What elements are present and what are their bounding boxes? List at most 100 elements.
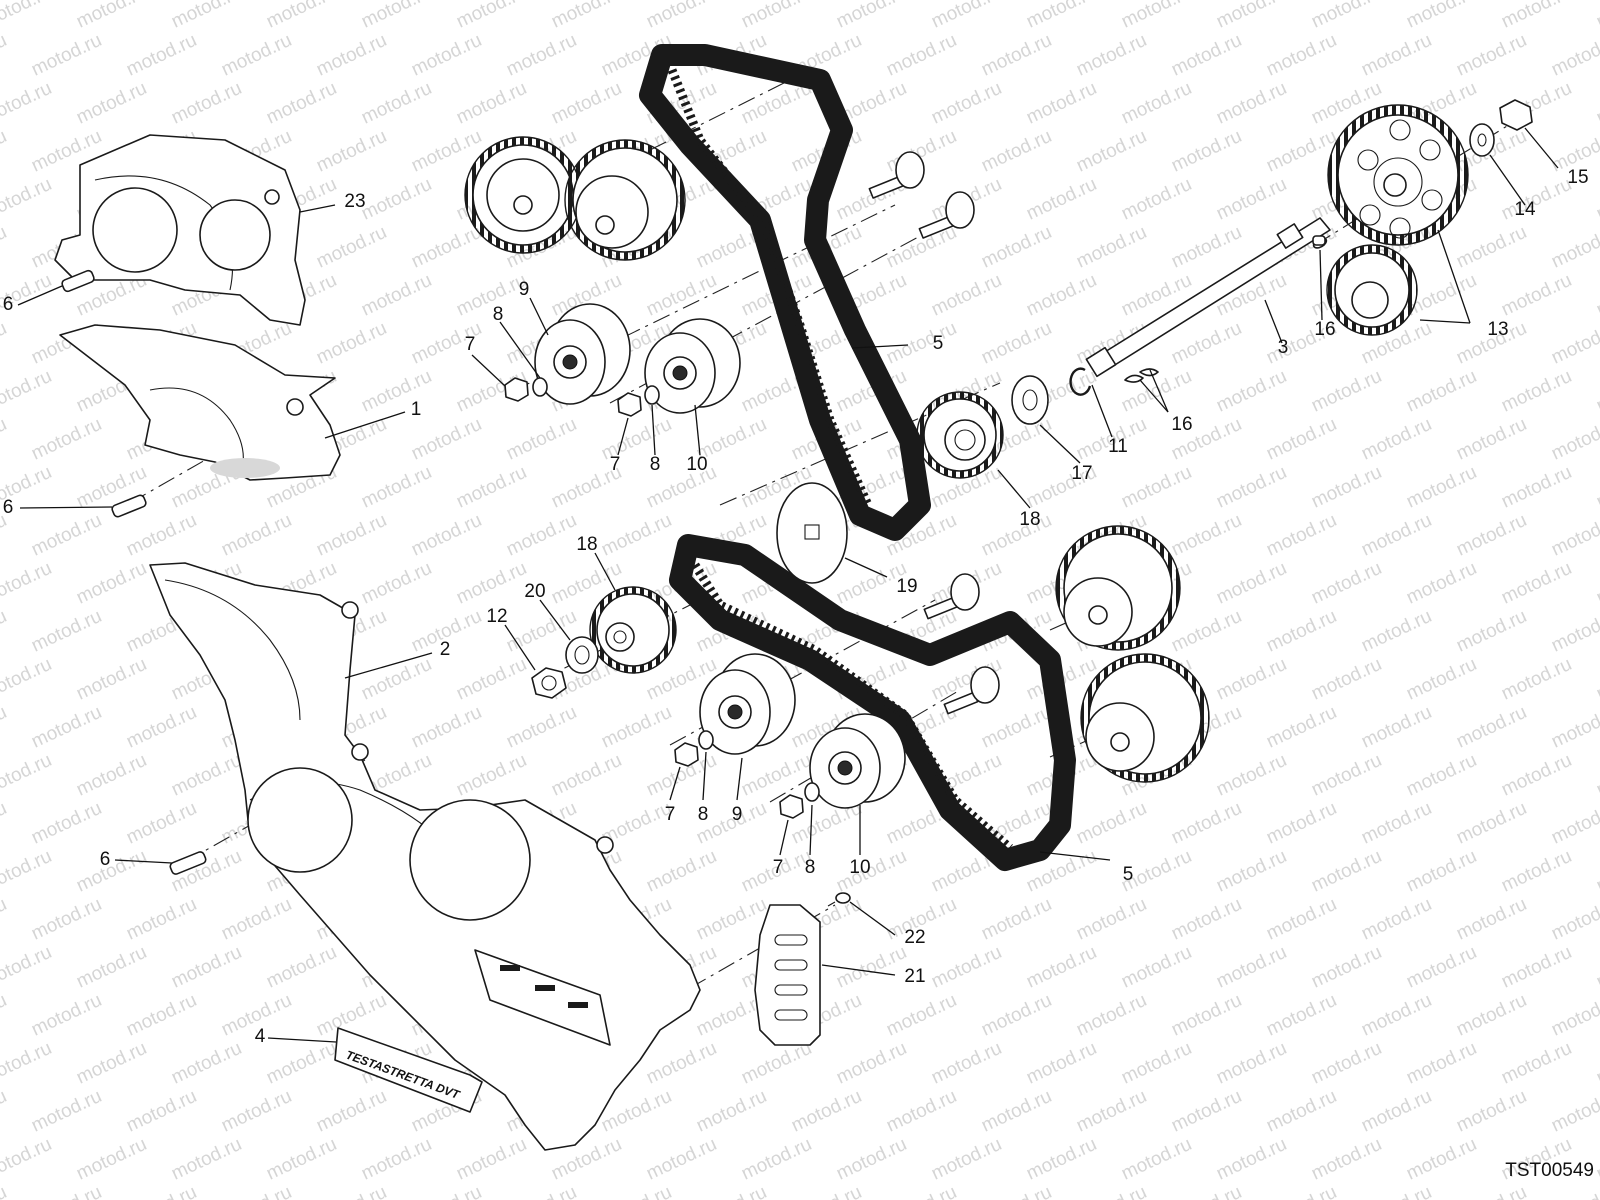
watermark-text: motod.ru (1498, 1038, 1575, 1089)
callout-8-lower-right: 8 (805, 857, 816, 878)
watermark-text: motod.ru (1023, 270, 1100, 321)
mobile-tensioner-roller-upper (644, 318, 741, 414)
watermark-text: motod.ru (0, 606, 10, 657)
watermark-text: motod.ru (1358, 414, 1435, 465)
watermark-text: motod.ru (168, 750, 245, 801)
watermark-text: motod.ru (643, 846, 720, 897)
watermark-text: motod.ru (693, 894, 770, 945)
watermark-text: motod.ru (1498, 462, 1575, 513)
watermark-text: motod.ru (168, 942, 245, 993)
watermark-text: motod.ru (833, 1038, 910, 1089)
upper-camshaft-pulley-right (564, 139, 686, 261)
watermark-text: motod.ru (1453, 990, 1530, 1041)
watermark-text: motod.ru (788, 1182, 865, 1200)
watermark-text: motod.ru (883, 1182, 960, 1200)
watermark-text: motod.ru (358, 462, 435, 513)
watermark-text: motod.ru (833, 1134, 910, 1185)
watermark-text: motod.ru (1358, 1182, 1435, 1200)
watermark-text: motod.ru (73, 942, 150, 993)
watermark-text: motod.ru (168, 1134, 245, 1185)
watermark-text: motod.ru (1213, 558, 1290, 609)
watermark-text: motod.ru (28, 702, 105, 753)
watermark-text: motod.ru (123, 798, 200, 849)
watermark-text: motod.ru (1308, 942, 1385, 993)
watermark-text: motod.ru (548, 78, 625, 129)
watermark-text: motod.ru (1453, 1182, 1530, 1200)
fixed-tensioner-roller-lower (699, 653, 796, 755)
watermark-text: motod.ru (598, 510, 675, 561)
watermark-text: motod.ru (1453, 798, 1530, 849)
watermark-text: motod.ru (1263, 702, 1340, 753)
watermark-text: motod.ru (928, 942, 1005, 993)
watermark-text: motod.ru (218, 30, 295, 81)
watermark-text: motod.ru (0, 1182, 10, 1200)
lower-camshaft-pulley-bottom (1080, 653, 1210, 783)
watermark-text: motod.ru (1168, 1182, 1245, 1200)
layshaft-gear-small (1326, 244, 1418, 336)
tensioner-pin-2 (918, 191, 975, 239)
watermark-text: motod.ru (28, 510, 105, 561)
watermark-text: motod.ru (313, 318, 390, 369)
watermark-text: motod.ru (28, 990, 105, 1041)
watermark-text: motod.ru (978, 30, 1055, 81)
callout-17: 17 (1071, 463, 1092, 484)
watermark-text: motod.ru (1403, 750, 1480, 801)
watermark-text: motod.ru (1308, 366, 1385, 417)
watermark-text: motod.ru (1213, 0, 1290, 33)
watermark-text: motod.ru (1548, 510, 1600, 561)
watermark-text: motod.ru (1308, 1134, 1385, 1185)
watermark-text: motod.ru (1548, 798, 1600, 849)
watermark-text: motod.ru (28, 606, 105, 657)
timing-belt-drive-pulley-lower (589, 586, 677, 674)
watermark-text: motod.ru (1548, 894, 1600, 945)
watermark-text: motod.ru (28, 798, 105, 849)
watermark-text: motod.ru (168, 78, 245, 129)
main-timing-belt-cover (149, 562, 701, 1151)
watermark-text: motod.ru (358, 366, 435, 417)
callout-1: 1 (411, 399, 422, 420)
callout-14: 14 (1514, 199, 1536, 220)
watermark-text: motod.ru (643, 1134, 720, 1185)
watermark-text: motod.ru (1403, 1038, 1480, 1089)
watermark-text: motod.ru (263, 1038, 340, 1089)
washer-lower-right (804, 782, 820, 802)
watermark-text: motod.ru (358, 1134, 435, 1185)
watermark-text: motod.ru (978, 990, 1055, 1041)
watermark-text: motod.ru (0, 702, 10, 753)
cover-screw-1 (61, 269, 95, 293)
watermark-text: motod.ru (73, 78, 150, 129)
watermark-text: motod.ru (123, 30, 200, 81)
watermark-text: motod.ru (1548, 414, 1600, 465)
watermark-text: motod.ru (453, 0, 530, 33)
watermark-text: motod.ru (1548, 318, 1600, 369)
watermark-text: motod.ru (1073, 990, 1150, 1041)
watermark-text: motod.ru (0, 78, 55, 129)
watermark-text: motod.ru (1263, 798, 1340, 849)
watermark-text: motod.ru (1168, 798, 1245, 849)
callout-15: 15 (1567, 167, 1588, 188)
watermark-text: motod.ru (1498, 750, 1575, 801)
watermark-text: motod.ru (1593, 174, 1600, 225)
watermark-text: motod.ru (1593, 750, 1600, 801)
watermark-text: motod.ru (453, 1134, 530, 1185)
watermark-text: motod.ru (598, 1182, 675, 1200)
watermark-text: motod.ru (453, 462, 530, 513)
callout-11: 11 (1108, 436, 1128, 457)
watermark-text: motod.ru (928, 270, 1005, 321)
watermark-text: motod.ru (0, 1134, 55, 1185)
watermark-text: motod.ru (1593, 270, 1600, 321)
watermark-text: motod.ru (1073, 126, 1150, 177)
watermark-text: motod.ru (408, 702, 485, 753)
watermark-text: motod.ru (833, 846, 910, 897)
watermark-text: motod.ru (928, 0, 1005, 33)
watermark-text: motod.ru (1548, 222, 1600, 273)
watermark-text: motod.ru (1213, 846, 1290, 897)
nut-upper-right (617, 392, 642, 417)
watermark-text: motod.ru (1308, 1038, 1385, 1089)
watermark-text: motod.ru (883, 990, 960, 1041)
watermark-text: motod.ru (1308, 462, 1385, 513)
watermark-text: motod.ru (1168, 1086, 1245, 1137)
watermark-text: motod.ru (263, 78, 340, 129)
callout-10-upper: 10 (686, 454, 707, 475)
watermark-text: motod.ru (1548, 1182, 1600, 1200)
